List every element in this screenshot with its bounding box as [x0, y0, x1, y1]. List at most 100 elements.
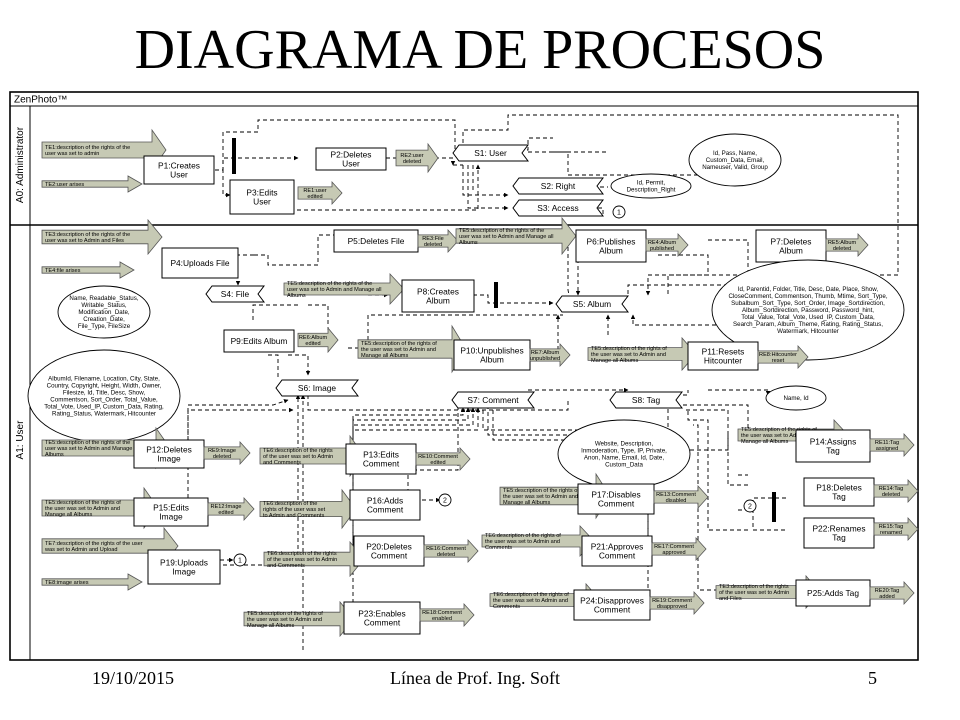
process-p9: P9:Edits Album [223, 329, 295, 353]
sync-bar [772, 492, 776, 522]
attribute-text: Id, Pass, Name,Custom_Data, Email,Nameus… [702, 150, 768, 171]
event-arrow [649, 590, 705, 616]
connector-label: 2 [443, 497, 447, 504]
event-label: TE8:image arises [45, 580, 89, 586]
flow-line [208, 119, 456, 171]
process-box [345, 443, 417, 475]
process-box [315, 147, 387, 171]
flow-line [352, 407, 476, 550]
store-label: S4: File [221, 289, 250, 299]
input-event-te4: TE4:file arises [41, 261, 135, 279]
store-label: S7: Comment [467, 395, 519, 405]
process-box [133, 439, 205, 469]
event-arrow [207, 496, 255, 522]
event-arrow [297, 180, 343, 206]
store-s4: S4: File [205, 285, 265, 303]
attribute-text: Name, Id [783, 395, 809, 402]
store-s3: S3: Access [512, 199, 604, 217]
attribute-oval [610, 173, 692, 199]
process-box [803, 477, 875, 507]
event-arrow [869, 580, 915, 606]
process-box [401, 279, 475, 313]
process-box [795, 429, 871, 463]
event-arrow [825, 232, 869, 258]
footer-date: 19/10/2015 [92, 668, 175, 688]
connector-circle [612, 205, 626, 219]
process-box [803, 517, 875, 549]
event-arrow [297, 326, 339, 354]
store-label: S6: Image [298, 383, 337, 393]
store-s1: S1: User [452, 144, 529, 162]
store-s8: S8: Tag [609, 391, 683, 409]
flow-line [575, 257, 598, 296]
event-arrow [263, 540, 365, 578]
flow-line [407, 408, 459, 500]
flow-line [308, 304, 329, 330]
event-arrow [869, 432, 915, 458]
process-p25: P25:Adds Tag [795, 579, 871, 607]
lane-a0-label: A0: Administrator [15, 126, 26, 203]
event-arrow [653, 484, 709, 510]
flow-line [648, 390, 689, 396]
flow-line [252, 304, 298, 320]
event-arrow [651, 536, 707, 562]
footer-course: Línea de Prof. Ing. Soft [390, 668, 560, 688]
store-shape [555, 295, 629, 313]
attribute-oval [57, 285, 151, 339]
attribute-text: Website, Description,Inmoderation, Type,… [581, 441, 667, 469]
process-label: P9:Edits Album [231, 336, 288, 346]
process-p4: P4:Uploads File [161, 247, 239, 279]
store-shape [452, 144, 529, 162]
flow-line [467, 165, 509, 211]
event-arrow [41, 261, 135, 279]
event-arrow [873, 516, 919, 542]
sync-bar [232, 138, 236, 174]
store-shape [205, 285, 265, 303]
